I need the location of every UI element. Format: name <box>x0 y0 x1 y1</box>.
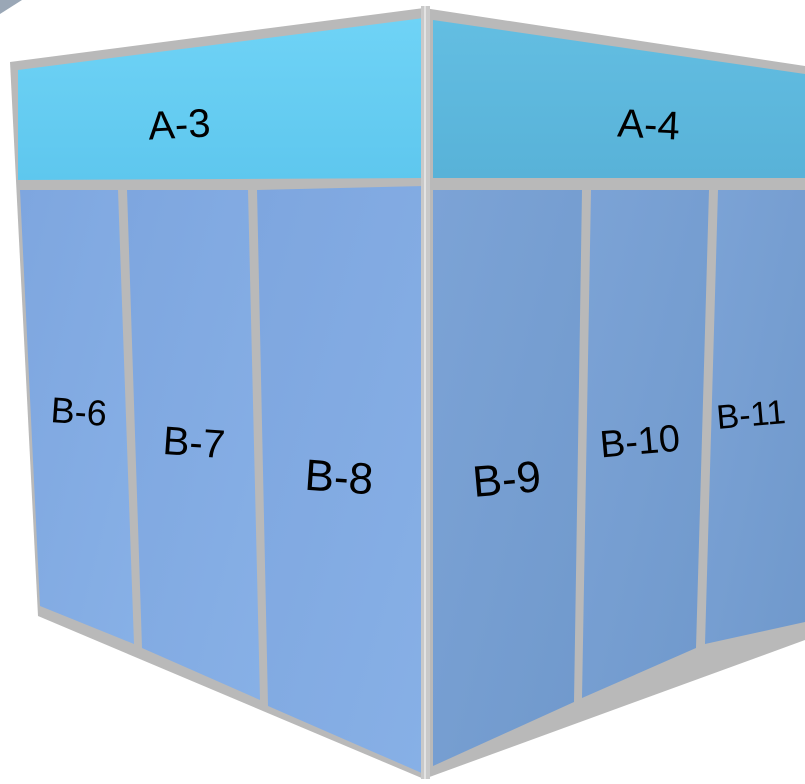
left-panel-1 <box>20 190 134 644</box>
panel-label-b7: B-7 <box>161 419 226 467</box>
right-wall-header <box>433 20 805 178</box>
panel-label-b8: B-8 <box>303 451 375 505</box>
panel-label-b11: B-11 <box>715 393 787 437</box>
left-wall <box>10 8 424 779</box>
header-label-a3: A-3 <box>147 101 211 148</box>
left-panel-2 <box>127 190 260 700</box>
right-wall <box>424 8 805 779</box>
left-panel-3 <box>257 186 424 774</box>
panel-label-b9: B-9 <box>470 452 542 507</box>
left-wall-header <box>18 18 424 180</box>
header-label-a4: A-4 <box>616 101 680 148</box>
right-panel-1 <box>433 190 582 766</box>
panel-label-b10: B-10 <box>598 418 682 467</box>
corner-fragment <box>0 0 22 14</box>
panel-label-b6: B-6 <box>49 389 108 434</box>
right-panel-2 <box>582 190 709 698</box>
right-panel-3 <box>705 190 805 644</box>
